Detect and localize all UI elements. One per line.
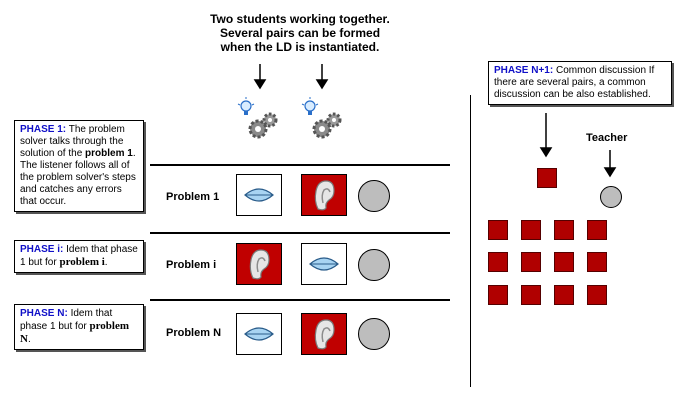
phase-i-text-a: Idem that phase 1 but for — [20, 244, 138, 268]
ear-icon — [236, 243, 282, 285]
phase-n-title: PHASE N: — [20, 308, 68, 319]
phase-n1-box: PHASE N+1: Common discussion If there ar… — [488, 61, 672, 105]
pair-description-note: Two students working together. Several p… — [210, 12, 390, 54]
separator-line — [150, 232, 450, 234]
student-square — [488, 285, 508, 305]
phase-n-text-b: . — [27, 334, 31, 345]
phase-i-text-b: . — [104, 257, 108, 268]
mouth-icon — [236, 313, 282, 355]
teacher-label: Teacher — [586, 132, 628, 144]
phase-n1-title: PHASE N+1: — [494, 65, 554, 76]
mouth-icon — [236, 174, 282, 216]
separator-line — [150, 299, 450, 301]
ear-icon — [301, 313, 347, 355]
student-square — [587, 285, 607, 305]
student-square — [521, 252, 541, 272]
mouth-icon — [301, 243, 347, 285]
student-square — [554, 220, 574, 240]
phase-1-bold: problem 1 — [85, 148, 133, 159]
vertical-divider — [470, 95, 471, 387]
phase-i-title: PHASE i: — [20, 244, 64, 255]
phase-n-box: PHASE N: Idem that phase 1 but for probl… — [14, 304, 144, 350]
teacher-circle — [600, 186, 622, 208]
phase-1-text-a: The problem solver talks through the sol… — [20, 124, 125, 159]
student-square — [587, 220, 607, 240]
student-square — [537, 168, 557, 188]
phase-i-box: PHASE i: Idem that phase 1 but for probl… — [14, 240, 144, 273]
lightbulb-gears-icon — [237, 97, 278, 139]
student-square — [488, 252, 508, 272]
student-square — [587, 252, 607, 272]
student-square — [554, 285, 574, 305]
phase-1-text-b: . The listener follows all of the proble… — [20, 148, 136, 207]
teacher-circle — [358, 249, 390, 281]
problem-label: Problem i — [166, 259, 217, 271]
phase-n-bold: problem N — [20, 320, 130, 345]
phase-1-title: PHASE 1: — [20, 124, 67, 135]
teacher-circle — [358, 180, 390, 212]
student-square — [488, 220, 508, 240]
ear-icon — [301, 174, 347, 216]
teacher-circle — [358, 318, 390, 350]
phase-i-bold: problem i — [59, 256, 105, 268]
phase-n-text-a: Idem that phase 1 but for — [20, 308, 113, 332]
lightbulb-gears-icon — [301, 97, 342, 139]
separator-line — [150, 164, 450, 166]
student-square — [554, 252, 574, 272]
phase-n1-text: Common discussion If there are several p… — [494, 65, 655, 100]
problem-label: Problem N — [166, 327, 222, 339]
phase-1-box: PHASE 1: The problem solver talks throug… — [14, 120, 144, 212]
student-square — [521, 220, 541, 240]
student-square — [521, 285, 541, 305]
problem-label: Problem 1 — [166, 191, 220, 203]
